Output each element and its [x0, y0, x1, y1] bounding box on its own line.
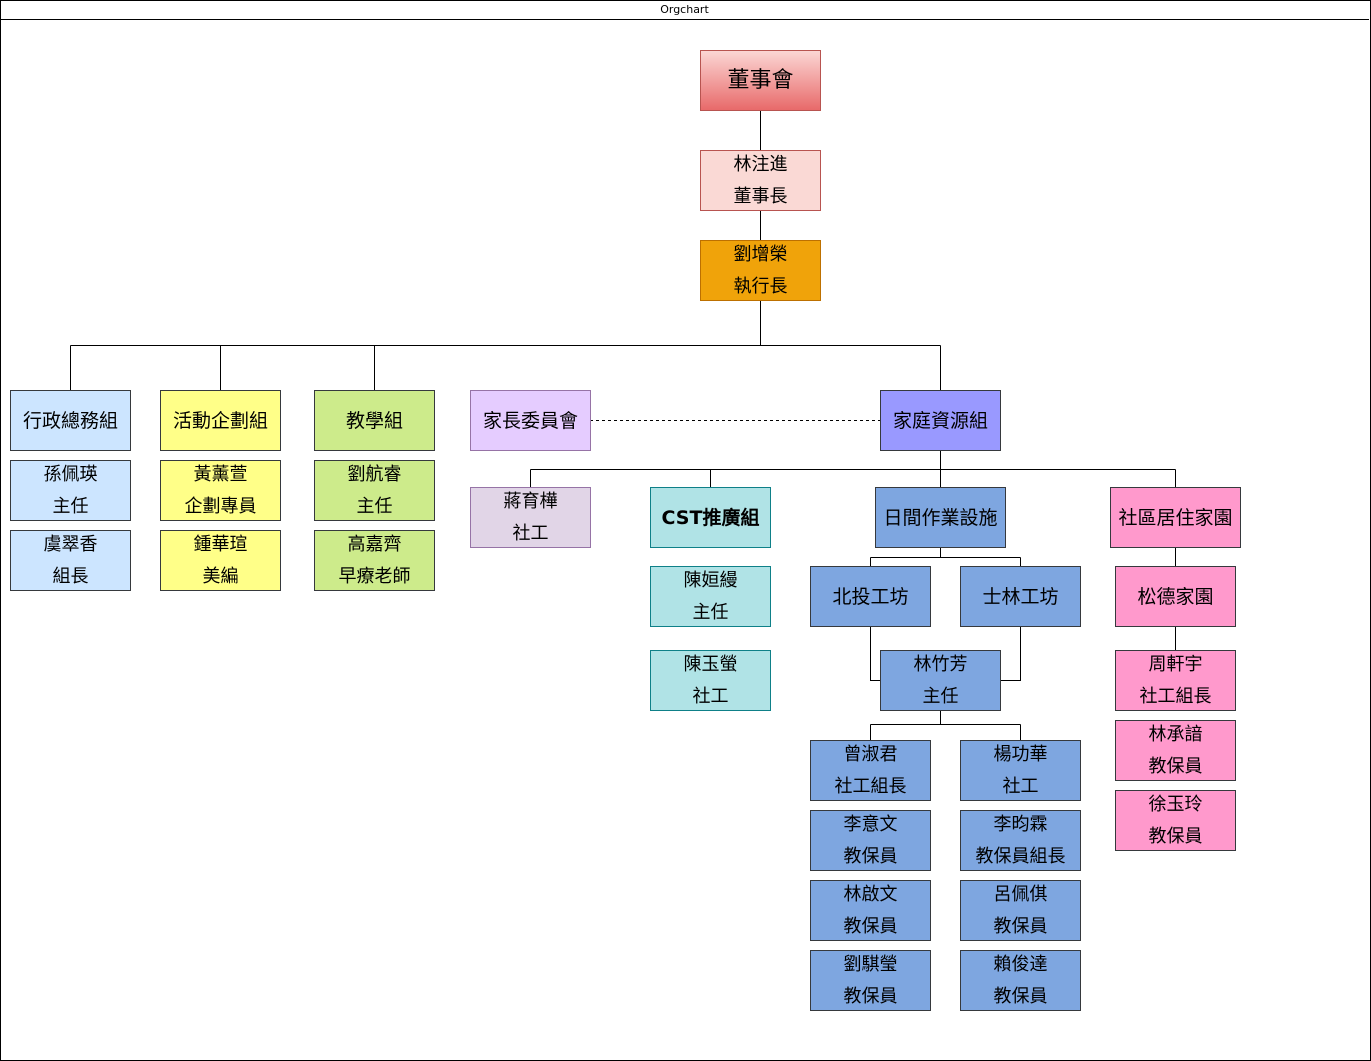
- teaching-staff-card[interactable]: 劉航睿 主任: [314, 460, 435, 521]
- board-box[interactable]: 董事會: [700, 50, 821, 111]
- staff-role: 教保員組長: [975, 845, 1066, 867]
- family-social-worker-card[interactable]: 蔣育樺 社工: [470, 487, 591, 548]
- daycare-staff-card[interactable]: 楊功華 社工: [960, 740, 1081, 801]
- window-title: Orgchart: [0, 0, 1369, 20]
- staff-role: 主任: [356, 495, 393, 517]
- staff-role: 美編: [202, 565, 239, 587]
- cst-staff-card[interactable]: 陳姮縵 主任: [650, 566, 771, 627]
- line-beitou-head: [870, 626, 880, 681]
- daycare-staff-card[interactable]: 呂佩倛 教保員: [960, 880, 1081, 941]
- dept-admin-box[interactable]: 行政總務組: [10, 390, 131, 451]
- daycare-staff-card[interactable]: 李意文 教保員: [810, 810, 931, 871]
- staff-role: 教保員: [993, 985, 1048, 1007]
- staff-role: 教保員: [1148, 825, 1203, 847]
- unit-community-box[interactable]: 社區居住家園: [1110, 487, 1241, 548]
- cst-staff-card[interactable]: 陳玉螢 社工: [650, 650, 771, 711]
- dept-family-box[interactable]: 家庭資源組: [880, 390, 1001, 451]
- community-home-box[interactable]: 松德家園: [1115, 566, 1236, 627]
- daycare-staff-card[interactable]: 林啟文 教保員: [810, 880, 931, 941]
- staff-role: 教保員: [843, 845, 898, 867]
- staff-role: 主任: [922, 685, 959, 707]
- daycare-staff-card[interactable]: 劉騏瑩 教保員: [810, 950, 931, 1011]
- staff-name: 賴俊達: [993, 953, 1048, 975]
- staff-role: 主任: [52, 495, 89, 517]
- staff-role: 社工: [512, 522, 549, 544]
- unit-cst-box[interactable]: CST推廣組: [650, 487, 771, 548]
- admin-staff-card[interactable]: 虞翠香 組長: [10, 530, 131, 591]
- staff-role: 社工組長: [1139, 685, 1212, 707]
- staff-name: 呂佩倛: [993, 883, 1048, 905]
- chairman-role: 董事長: [733, 185, 788, 207]
- staff-role: 社工組長: [834, 775, 907, 797]
- staff-role: 主任: [692, 601, 729, 623]
- staff-role: 組長: [52, 565, 89, 587]
- dept-events-label: 活動企劃組: [172, 409, 268, 432]
- chairman-name: 林注進: [733, 153, 788, 175]
- staff-name: 林竹芳: [913, 653, 968, 675]
- daycare-staff-card[interactable]: 賴俊達 教保員: [960, 950, 1081, 1011]
- workshop-beitou-box[interactable]: 北投工坊: [810, 566, 931, 627]
- staff-name: 林承諳: [1148, 723, 1203, 745]
- staff-role: 早療老師: [338, 565, 411, 587]
- staff-name: 鍾華瑄: [193, 533, 248, 555]
- dept-admin-label: 行政總務組: [22, 409, 118, 432]
- staff-name: 孫佩瑛: [43, 463, 98, 485]
- community-home-label: 松德家園: [1137, 585, 1214, 608]
- ceo-name: 劉增榮: [733, 243, 788, 265]
- staff-role: 教保員: [843, 985, 898, 1007]
- admin-staff-card[interactable]: 孫佩瑛 主任: [10, 460, 131, 521]
- dept-parents-box[interactable]: 家長委員會: [470, 390, 591, 451]
- staff-name: 劉航睿: [347, 463, 402, 485]
- staff-name: 林啟文: [843, 883, 898, 905]
- staff-role: 社工: [1002, 775, 1039, 797]
- teaching-staff-card[interactable]: 高嘉齊 早療老師: [314, 530, 435, 591]
- staff-role: 教保員: [1148, 755, 1203, 777]
- unit-daycare-label: 日間作業設施: [883, 506, 998, 529]
- staff-name: 陳玉螢: [683, 653, 738, 675]
- workshop-shilin-box[interactable]: 士林工坊: [960, 566, 1081, 627]
- staff-name: 高嘉齊: [347, 533, 402, 555]
- staff-name: 蔣育樺: [503, 490, 558, 512]
- staff-name: 徐玉玲: [1148, 793, 1203, 815]
- dept-events-box[interactable]: 活動企劃組: [160, 390, 281, 451]
- staff-name: 黃薰萱: [193, 463, 248, 485]
- daycare-staff-card[interactable]: 曾淑君 社工組長: [810, 740, 931, 801]
- daycare-staff-card[interactable]: 李昀霖 教保員組長: [960, 810, 1081, 871]
- dept-family-label: 家庭資源組: [892, 409, 988, 432]
- community-staff-card[interactable]: 周軒宇 社工組長: [1115, 650, 1236, 711]
- dept-teaching-box[interactable]: 教學組: [314, 390, 435, 451]
- line-shilin-head: [1000, 626, 1021, 681]
- chairman-box[interactable]: 林注進 董事長: [700, 150, 821, 211]
- staff-name: 周軒宇: [1148, 653, 1203, 675]
- staff-name: 李意文: [843, 813, 898, 835]
- unit-community-label: 社區居住家園: [1118, 506, 1233, 529]
- staff-name: 劉騏瑩: [843, 953, 898, 975]
- staff-role: 社工: [692, 685, 729, 707]
- events-staff-card[interactable]: 黃薰萱 企劃專員: [160, 460, 281, 521]
- staff-role: 教保員: [843, 915, 898, 937]
- staff-name: 李昀霖: [993, 813, 1048, 835]
- events-staff-card[interactable]: 鍾華瑄 美編: [160, 530, 281, 591]
- staff-name: 陳姮縵: [683, 569, 738, 591]
- staff-name: 虞翠香: [43, 533, 98, 555]
- daycare-head-card[interactable]: 林竹芳 主任: [880, 650, 1001, 711]
- workshop-shilin-label: 士林工坊: [982, 585, 1059, 608]
- ceo-role: 執行長: [733, 275, 788, 297]
- staff-name: 楊功華: [993, 743, 1048, 765]
- staff-name: 曾淑君: [843, 743, 898, 765]
- unit-cst-label: CST推廣組: [661, 506, 760, 529]
- staff-role: 企劃專員: [184, 495, 257, 517]
- community-staff-card[interactable]: 徐玉玲 教保員: [1115, 790, 1236, 851]
- unit-daycare-box[interactable]: 日間作業設施: [875, 487, 1006, 548]
- ceo-box[interactable]: 劉增榮 執行長: [700, 240, 821, 301]
- dept-parents-label: 家長委員會: [482, 409, 578, 432]
- staff-role: 教保員: [993, 915, 1048, 937]
- dept-teaching-label: 教學組: [345, 409, 403, 432]
- board-label: 董事會: [727, 67, 794, 93]
- community-staff-card[interactable]: 林承諳 教保員: [1115, 720, 1236, 781]
- workshop-beitou-label: 北投工坊: [832, 585, 909, 608]
